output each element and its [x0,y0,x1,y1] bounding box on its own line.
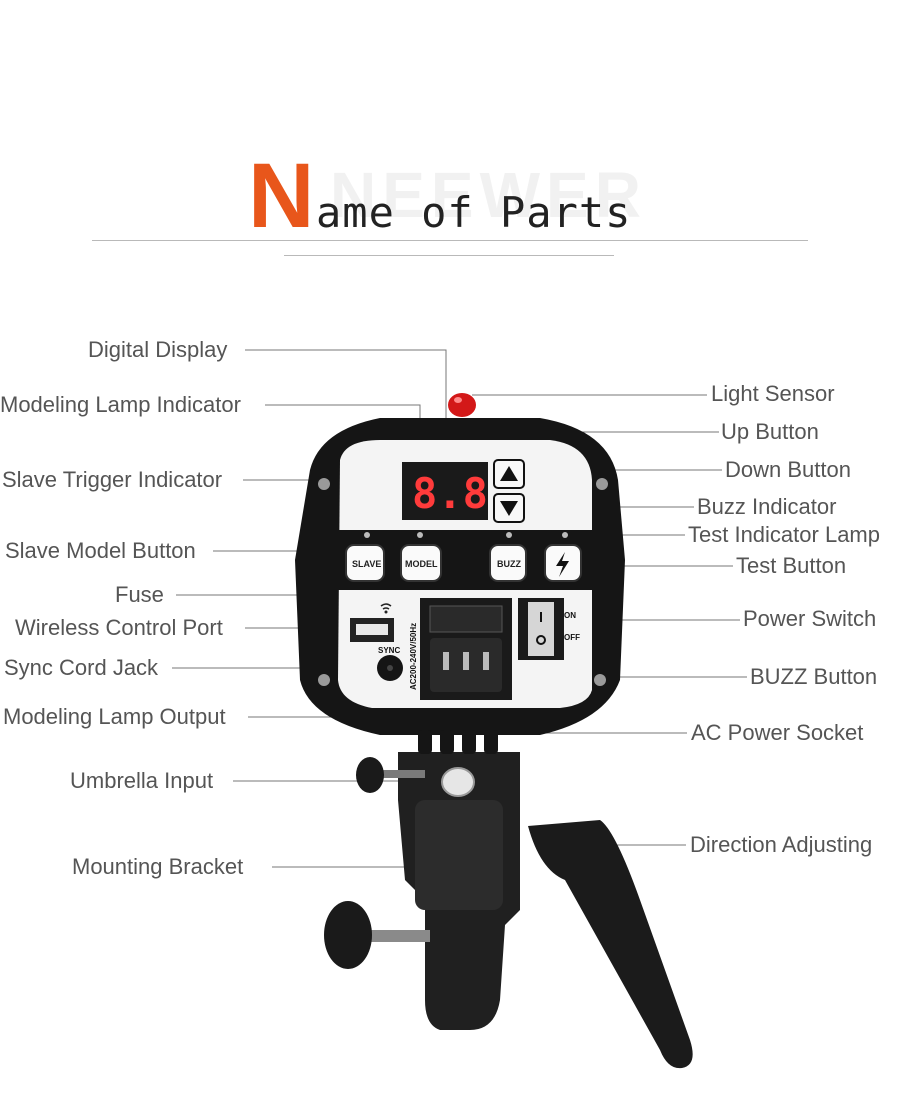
digital-display [402,462,488,520]
label-up-button: Up Button [721,419,819,444]
usb-slot [356,624,388,635]
sync-jack-hole [387,665,393,671]
upper-knob-screw [380,770,425,778]
socket-pin-center [463,652,469,670]
modeling-lamp-indicator-lamp [417,532,423,538]
label-direction-adjusting: Direction Adjusting [690,832,873,857]
label-mounting-bracket: Mounting Bracket [72,854,244,879]
socket-pin-right [483,652,489,670]
label-sync-cord-jack: Sync Cord Jack [4,655,159,680]
sync-label: SYNC [378,646,400,655]
label-down-button: Down Button [725,457,851,482]
buzz-button-label: BUZZ [497,559,521,569]
upper-knob [356,757,384,793]
label-buzz-button: BUZZ Button [750,664,878,689]
title-rule [92,240,808,241]
model-button-label: MODEL [405,559,438,569]
title-subrule [284,255,614,256]
title-initial: N [248,145,315,247]
model-button[interactable] [400,544,442,582]
label-slave-model-button: Slave Model Button [5,538,196,563]
title-watermark: NEEWER [330,159,647,231]
screw-bottom-left [318,674,330,686]
slave-button[interactable] [345,544,385,582]
label-digital-display: Digital Display [88,337,228,362]
label-wireless-control-port: Wireless Control Port [15,615,223,640]
power-switch[interactable] [528,602,554,656]
buzz-indicator-lamp [506,532,512,538]
switch-off-mark [536,635,546,645]
lower-knob [324,901,372,969]
direction-handle [528,820,693,1069]
switch-on-label: ON [564,611,576,620]
umbrella-hole [441,767,475,797]
label-modeling-lamp-indicator: Modeling Lamp Indicator [0,392,241,417]
label-power-switch: Power Switch [743,606,877,631]
lower-knob-screw [365,930,430,942]
up-arrow-icon [500,466,518,481]
label-slave-trigger-indicator: Slave Trigger Indicator [2,467,223,492]
screw-top-left [318,478,330,490]
page-title: ame of Parts [316,188,632,237]
bracket-plate [415,800,503,910]
wifi-icon [380,603,392,610]
test-indicator-lamp [562,532,568,538]
label-fuse: Fuse [115,582,164,607]
fuse-holder[interactable] [429,605,503,633]
cooling-fins [418,730,498,754]
label-buzz-indicator: Buzz Indicator [697,494,837,519]
socket-pin-left [443,652,449,670]
light-sensor [448,393,476,417]
light-sensor-highlight [454,397,462,403]
label-test-indicator-lamp: Test Indicator Lamp [688,522,880,547]
label-light-sensor: Light Sensor [711,381,835,406]
down-arrow-icon [500,501,518,516]
slave-button-label: SLAVE [352,559,381,569]
title-block: NEEWER N ame of Parts [0,150,900,270]
screw-top-right [596,478,608,490]
voltage-label: AC200-240V/50Hz [409,623,418,690]
screw-bottom-right [594,674,606,686]
label-test-button: Test Button [736,553,847,578]
flash-bolt-icon [556,552,569,577]
label-ac-power-socket: AC Power Socket [691,720,864,745]
buzz-button[interactable] [489,544,527,582]
label-umbrella-input: Umbrella Input [70,768,214,793]
switch-off-label: OFF [564,633,580,642]
slave-trigger-indicator-lamp [364,532,370,538]
label-modeling-lamp-output: Modeling Lamp Output [3,704,226,729]
